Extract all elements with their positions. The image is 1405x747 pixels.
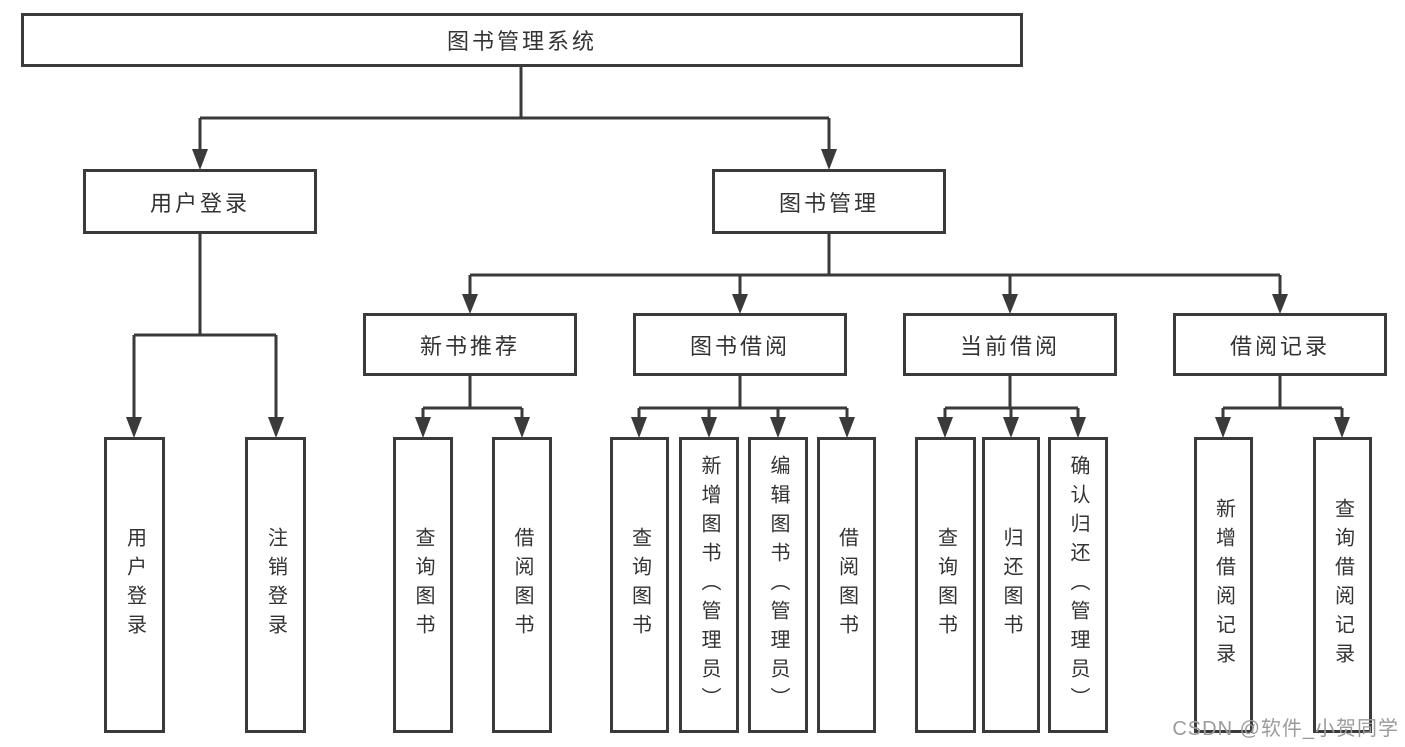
connector-group-current — [943, 376, 1080, 418]
leaf-record-add-record-label: 新增借阅记录 — [1212, 498, 1235, 672]
node-book-borrow-label: 图书借阅 — [689, 333, 790, 359]
leaf-newbook-query-book: 查询图书 — [393, 437, 453, 733]
leaf-borrow-edit-book-admin: 编辑图书（管理员） — [748, 437, 808, 733]
connector-user-branch — [132, 234, 278, 418]
leaf-newbook-borrow-book-label: 借阅图书 — [511, 527, 533, 643]
leaf-borrow-query-book-label: 查询图书 — [628, 527, 651, 643]
node-current-borrow: 当前借阅 — [903, 313, 1117, 376]
leaf-borrow-add-book-admin: 新增图书（管理员） — [679, 437, 739, 733]
leaf-current-confirm-return-admin-label: 确认归还（管理员） — [1067, 454, 1089, 716]
leaf-record-add-record: 新增借阅记录 — [1194, 437, 1253, 733]
leaf-newbook-borrow-book: 借阅图书 — [492, 437, 552, 733]
node-root-label: 图书管理系统 — [446, 29, 597, 54]
leaf-borrow-edit-book-admin-label: 编辑图书（管理员） — [767, 454, 789, 716]
connector-mgmt-branch — [468, 234, 1282, 295]
leaf-borrow-add-book-admin-label: 新增图书（管理员） — [698, 454, 720, 716]
connector-group-borrow — [637, 376, 849, 418]
node-book-management-branch: 图书管理 — [712, 169, 946, 234]
connector-group-record — [1221, 376, 1344, 418]
node-new-book-recommend: 新书推荐 — [363, 313, 577, 376]
leaf-current-return-book-label: 归还图书 — [1000, 527, 1022, 643]
leaf-current-confirm-return-admin: 确认归还（管理员） — [1048, 437, 1108, 733]
leaf-current-return-book: 归还图书 — [982, 437, 1040, 733]
node-book-management-label: 图书管理 — [778, 190, 879, 216]
node-borrow-record-label: 借阅记录 — [1229, 333, 1330, 359]
node-current-borrow-label: 当前借阅 — [959, 333, 1060, 359]
node-user-login-branch: 用户登录 — [83, 169, 317, 234]
leaf-user-login: 用户登录 — [104, 437, 165, 733]
leaf-logout: 注销登录 — [245, 437, 306, 733]
leaf-borrow-borrow-book-label: 借阅图书 — [835, 527, 858, 643]
leaf-borrow-query-book: 查询图书 — [610, 437, 669, 733]
connector-group-newbook — [421, 376, 524, 418]
leaf-logout-label: 注销登录 — [264, 527, 287, 643]
leaf-current-query-book: 查询图书 — [915, 437, 976, 733]
node-book-borrow: 图书借阅 — [633, 313, 847, 376]
leaf-newbook-query-book-label: 查询图书 — [412, 527, 434, 643]
leaf-borrow-borrow-book: 借阅图书 — [817, 437, 876, 733]
leaf-record-query-record: 查询借阅记录 — [1313, 437, 1372, 733]
node-user-login-label: 用户登录 — [149, 190, 250, 216]
leaf-user-login-label: 用户登录 — [123, 527, 146, 643]
leaf-record-query-record-label: 查询借阅记录 — [1331, 498, 1354, 672]
connector-root-stem — [198, 67, 831, 150]
csdn-watermark: CSDN @软件_小贺同学 — [1172, 718, 1399, 740]
node-root-system: 图书管理系统 — [21, 13, 1023, 67]
node-borrow-record: 借阅记录 — [1173, 313, 1387, 376]
node-new-book-recommend-label: 新书推荐 — [419, 333, 520, 359]
leaf-current-query-book-label: 查询图书 — [934, 527, 957, 643]
arrowheads — [126, 149, 1350, 438]
